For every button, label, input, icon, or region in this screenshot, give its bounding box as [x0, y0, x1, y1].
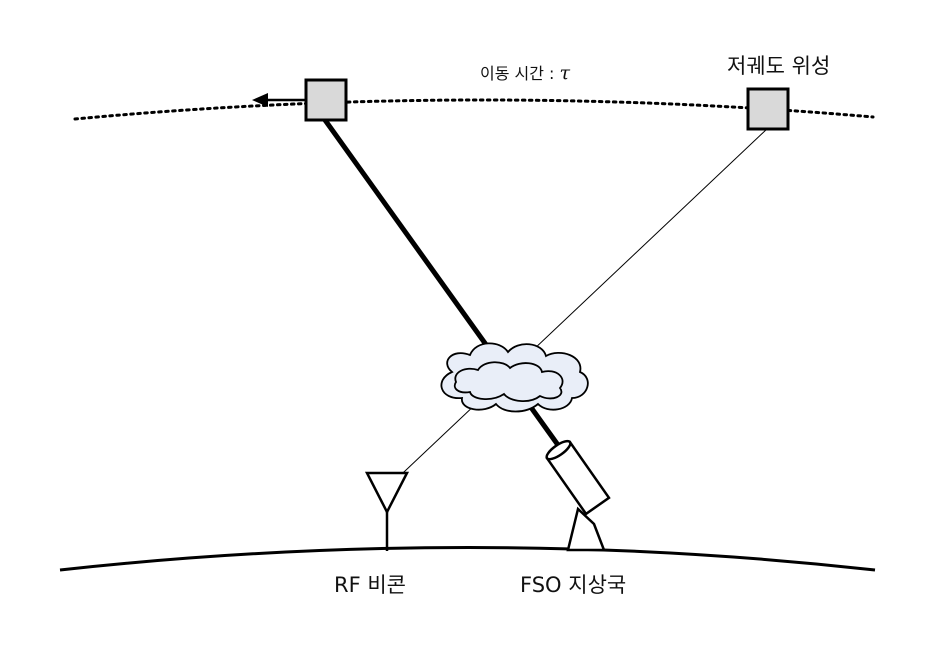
leo-satellite-label: 저궤도 위성 [727, 54, 830, 78]
satellite-right [746, 87, 790, 131]
fso-ground-station-label: FSO 지상국 [520, 573, 626, 597]
satellite-left [304, 78, 348, 122]
earth-surface [59, 546, 876, 572]
cloud-icon [440, 342, 589, 413]
antenna-icon [364, 471, 410, 551]
travel-time-text: 이동 시간 : [480, 64, 560, 83]
travel-time-label: 이동 시간 : τ [480, 62, 571, 84]
movement-arrow-icon [252, 93, 306, 107]
rf-link-line [386, 127, 769, 489]
orbit-path [73, 98, 875, 121]
rf-beacon-label: RF 비콘 [334, 573, 406, 597]
telescope-icon [545, 439, 611, 552]
tau-symbol: τ [560, 62, 571, 84]
